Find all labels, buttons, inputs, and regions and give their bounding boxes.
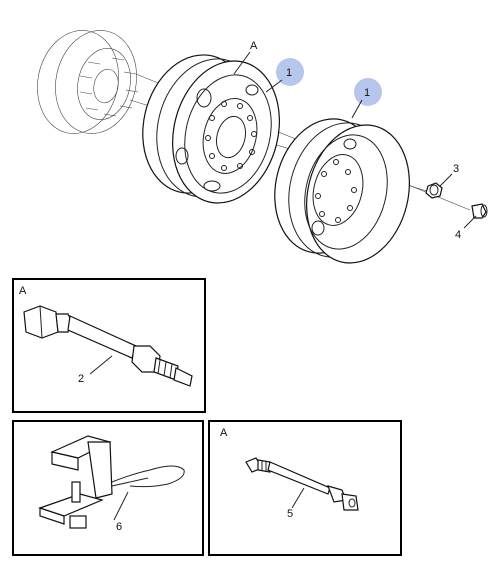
leader-line (265, 79, 283, 93)
label-a-top: A (250, 40, 258, 52)
label-6: 6 (116, 521, 122, 533)
panel-valve-extension (12, 278, 206, 413)
leader-line (463, 215, 477, 229)
panel-tag-a: A (19, 285, 27, 297)
label-3: 3 (453, 163, 459, 175)
callout-1-right: 1 (364, 87, 370, 99)
leader-line (233, 51, 251, 75)
wheel-nut (425, 182, 443, 199)
panel-tag-a-2: A (220, 427, 228, 439)
callout-1-left: 1 (286, 67, 292, 79)
label-4: 4 (455, 229, 461, 241)
wheel-rim-outer (274, 118, 410, 264)
label-5: 5 (287, 508, 293, 520)
extension-rod-part (245, 457, 359, 511)
wheel-hub (37, 30, 139, 134)
valve-extension-part (23, 305, 193, 387)
callout-badge (354, 78, 382, 106)
wheel-vent-holes (175, 84, 259, 192)
callout-badge (276, 58, 304, 86)
leader-line (113, 491, 129, 521)
leader-line (439, 173, 453, 187)
hub-studs (79, 57, 139, 117)
panel-extension-rod (208, 420, 402, 556)
wheel-bolt-holes (315, 159, 357, 223)
wheel-vent-holes (311, 138, 357, 236)
leader-line (291, 487, 305, 509)
label-2: 2 (78, 373, 84, 385)
panel-clamp-tool (12, 420, 204, 556)
leader-line (351, 99, 363, 119)
clamp-tool-part (38, 435, 185, 529)
nut-cap (471, 203, 488, 219)
leader-line (89, 355, 113, 375)
wheel-bolt-holes (205, 101, 257, 171)
wheel-rim-inner (142, 54, 280, 204)
